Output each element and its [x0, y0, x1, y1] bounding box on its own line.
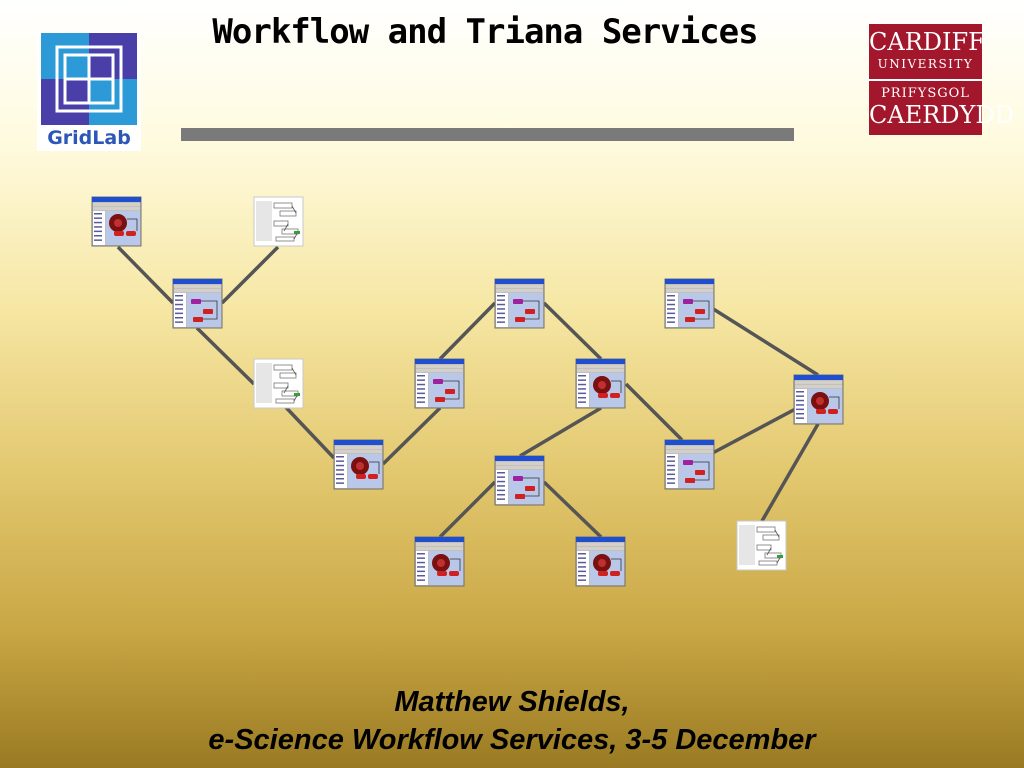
workflow-node-triana-red	[414, 536, 465, 587]
workflow-node-triana-red	[575, 358, 626, 409]
workflow-node-triana-blue	[664, 278, 715, 329]
cardiff-logo-line2: UNIVERSITY	[877, 57, 974, 71]
workflow-node-triana-blue	[664, 439, 715, 490]
cardiff-university-logo: CARDIFF UNIVERSITY PRIFYSGOL CAERDYDD	[869, 24, 1014, 135]
workflow-connector	[542, 301, 603, 361]
workflow-node-triana-blue	[494, 278, 545, 329]
workflow-node-triana-blue	[172, 278, 223, 329]
workflow-connector	[760, 423, 820, 522]
workflow-connector	[706, 303, 819, 377]
cardiff-logo-line1: CARDIFF	[869, 28, 985, 56]
workflow-connector	[542, 480, 603, 539]
workflow-connector	[195, 326, 256, 386]
workflow-connector	[276, 397, 336, 460]
workflow-connector	[438, 480, 497, 539]
workflow-node-triana-blue	[414, 358, 465, 409]
workflow-node-white-graph	[736, 520, 787, 571]
cardiff-logo-line3: PRIFYSGOL	[881, 86, 970, 101]
cardiff-logo-divider	[869, 79, 982, 81]
gridlab-grid-icon	[41, 33, 137, 125]
workflow-connector	[438, 301, 497, 361]
slide-title: Workflow and Triana Services	[212, 12, 758, 52]
title-divider	[181, 128, 794, 141]
workflow-node-triana-blue	[494, 455, 545, 506]
workflow-connector	[220, 245, 280, 305]
slide-footer: Matthew Shields, e-Science Workflow Serv…	[0, 683, 1024, 759]
workflow-node-triana-red	[793, 374, 844, 425]
workflow-node-white-graph	[253, 358, 304, 409]
workflow-connector	[381, 406, 442, 466]
gridlab-logo: GridLab	[37, 31, 141, 151]
workflow-connector	[116, 245, 175, 305]
workflow-node-triana-red	[575, 536, 626, 587]
footer-event: e-Science Workflow Services, 3-5 Decembe…	[208, 724, 816, 756]
workflow-node-white-graph	[253, 196, 304, 247]
workflow-node-triana-red	[91, 196, 142, 247]
gridlab-logo-text: GridLab	[47, 127, 131, 149]
footer-author: Matthew Shields,	[394, 686, 630, 718]
workflow-connector	[519, 406, 602, 458]
workflow-connector	[624, 382, 684, 442]
workflow-node-triana-red	[333, 439, 384, 490]
